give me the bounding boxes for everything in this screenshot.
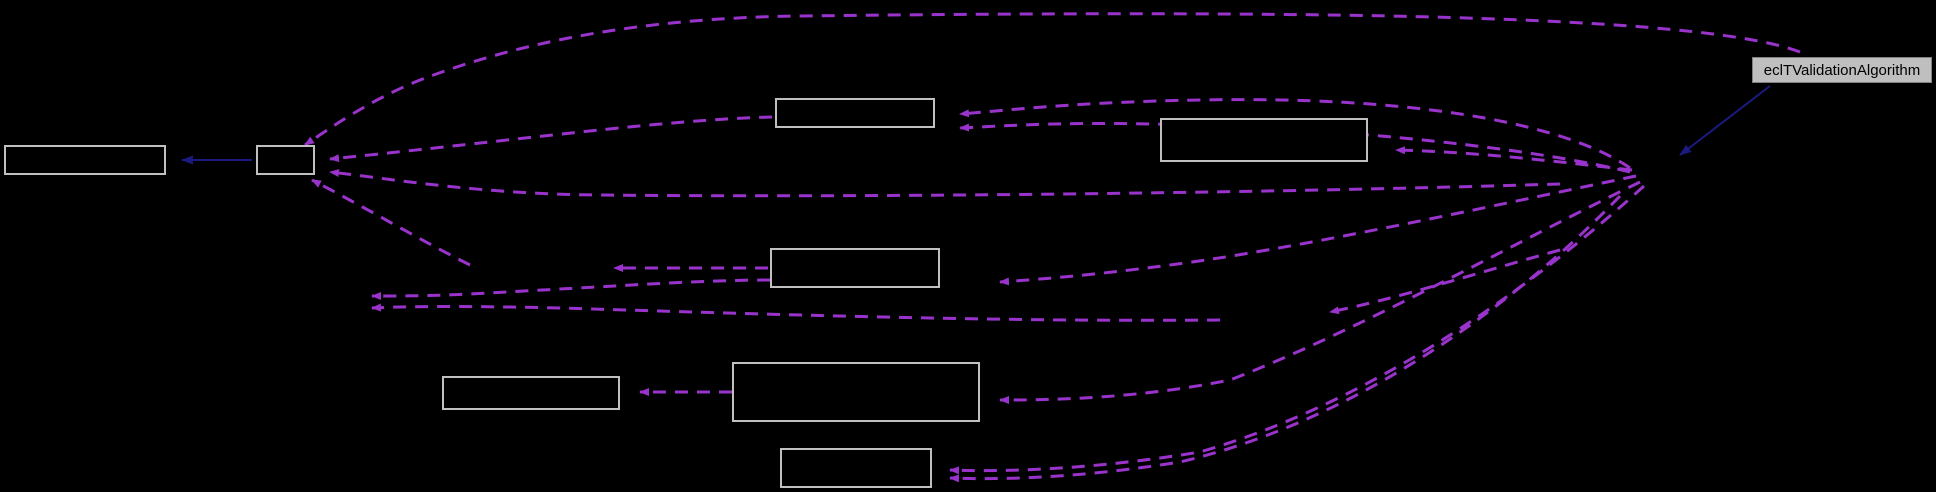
graph-node-6[interactable] [732, 362, 980, 422]
edge-caller-hub-n2 [959, 98, 1631, 170]
edge-caller-n4-left-b [371, 303, 1221, 322]
edge-caller-hub-n1-a [311, 178, 471, 267]
graph-node-2[interactable] [775, 98, 935, 128]
graph-node-3[interactable] [1160, 118, 1368, 162]
graph-node-7[interactable] [780, 448, 932, 488]
edge-caller-hub-n3 [1395, 146, 1633, 172]
edge-inherit-n8-hub [1679, 85, 1771, 156]
edge-caller-hub-unlabeled [1329, 248, 1561, 315]
edge-caller-hub-n4 [999, 174, 1637, 286]
graph-node-1[interactable] [256, 145, 315, 175]
graph-node-4[interactable] [770, 248, 940, 288]
edge-caller-n2-n1 [329, 115, 773, 163]
edge-caller-n3-n1 [329, 169, 1561, 198]
edge-caller-hub-n7b [949, 194, 1622, 483]
node-label: eclTValidationAlgorithm [1763, 61, 1921, 79]
graph-node-ecltvalidationalgorithm[interactable]: eclTValidationAlgorithm [1752, 57, 1932, 83]
graph-node-0[interactable] [4, 145, 166, 175]
edge-caller-hub-n6 [999, 180, 1641, 404]
edge-caller-hub-n7 [949, 184, 1646, 475]
graph-node-5[interactable] [442, 376, 620, 410]
edge-caller-n4-left-a [371, 278, 771, 300]
